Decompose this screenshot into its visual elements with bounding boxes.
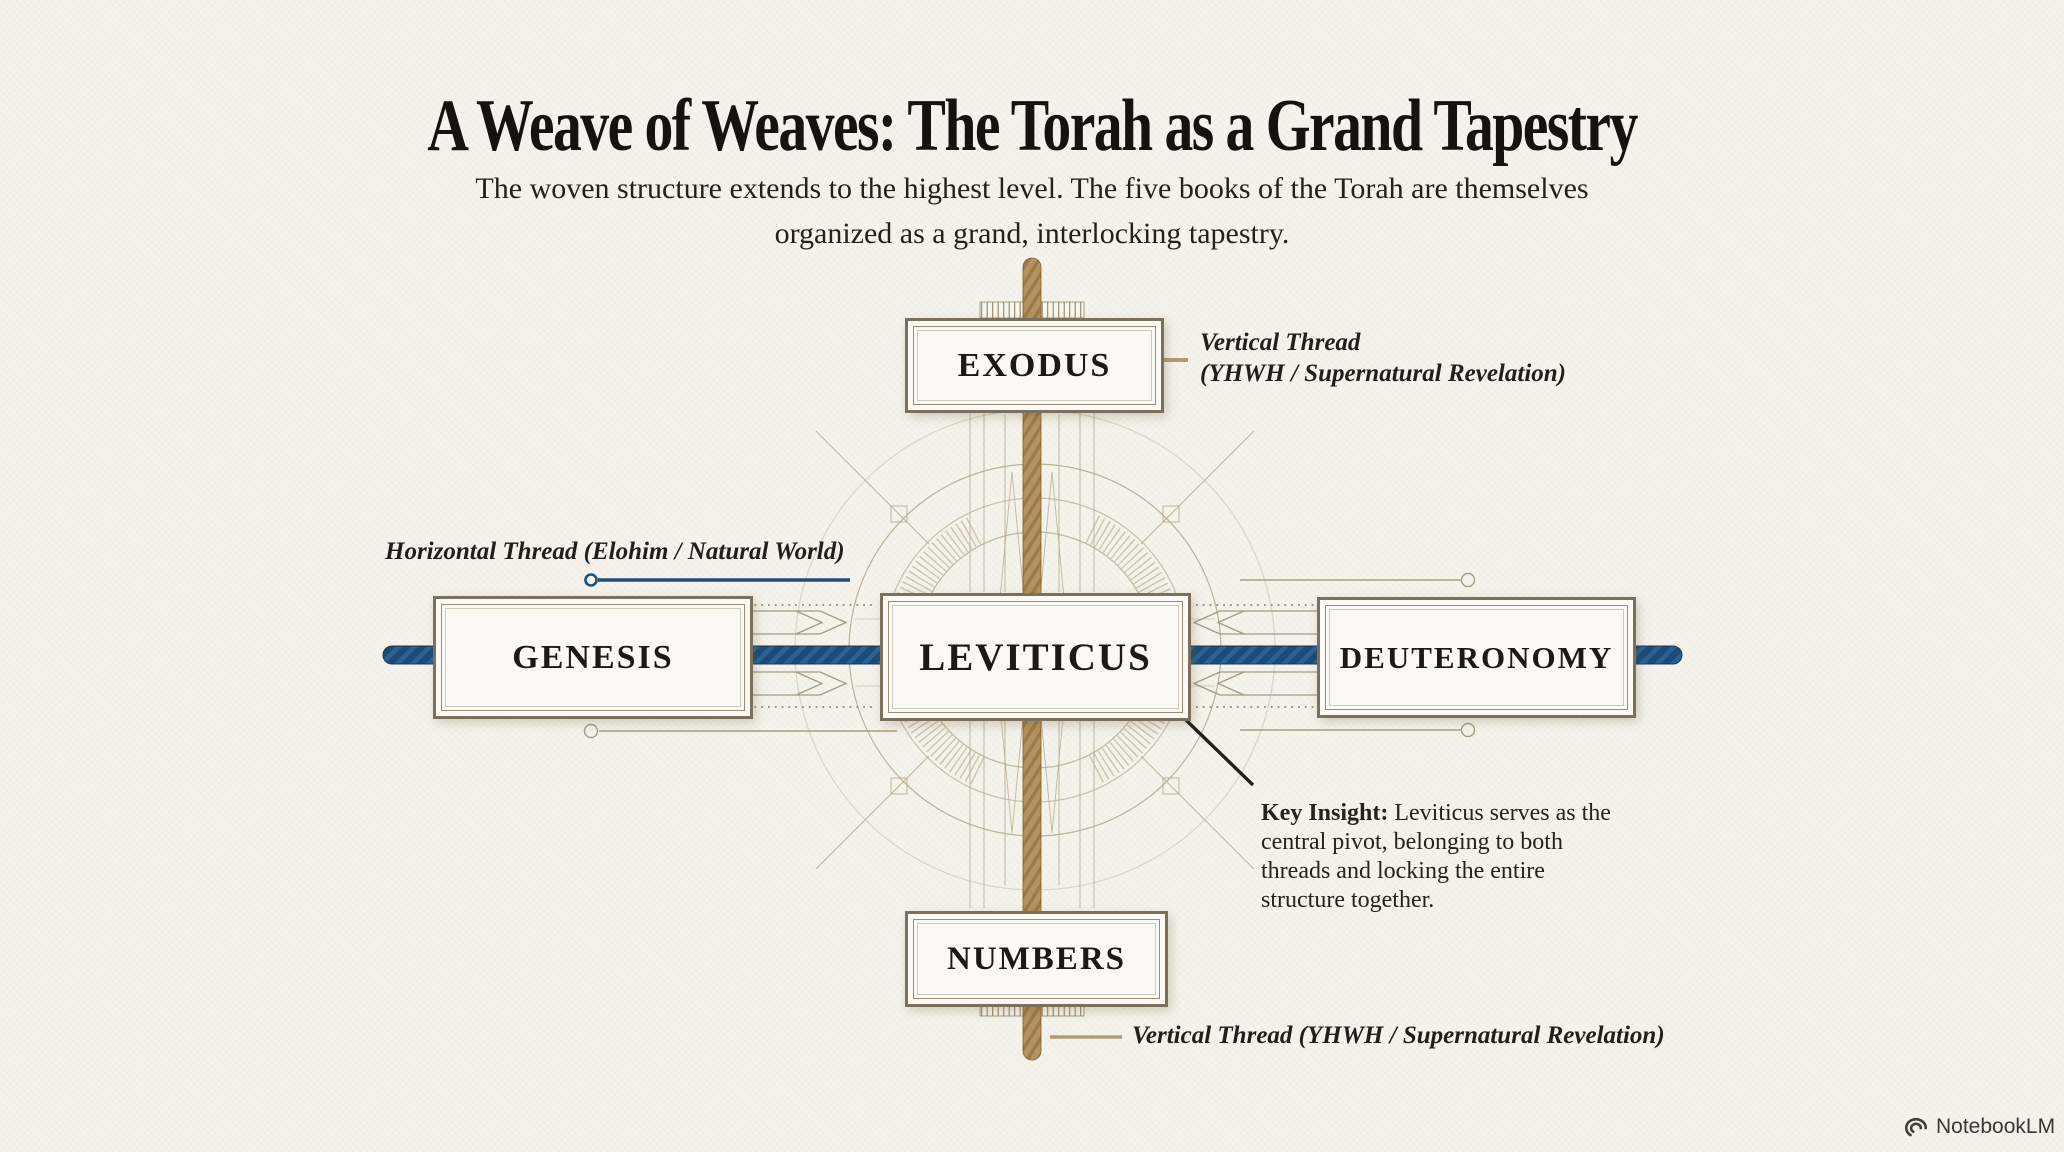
notebooklm-watermark: NotebookLM bbox=[1903, 1114, 2055, 1140]
book-box-leviticus: LEVITICUS bbox=[880, 593, 1191, 721]
book-label-deuteronomy: DEUTERONOMY bbox=[1339, 639, 1614, 675]
page-subtitle: The woven structure extends to the highe… bbox=[475, 172, 1589, 250]
book-box-numbers: NUMBERS bbox=[905, 911, 1168, 1007]
label-vertical-thread-top-line1: Vertical Thread bbox=[1200, 329, 1361, 356]
book-box-genesis: GENESIS bbox=[433, 596, 753, 719]
label-vertical-thread-top: Vertical Thread (YHWH / Supernatural Rev… bbox=[1200, 327, 1566, 389]
book-label-numbers: NUMBERS bbox=[946, 940, 1127, 977]
key-insight-text: Leviticus serves as the central pivot, b… bbox=[1261, 800, 1611, 913]
book-label-genesis: GENESIS bbox=[512, 638, 674, 676]
notebooklm-logo-icon bbox=[1904, 1117, 1928, 1137]
book-label-leviticus: LEVITICUS bbox=[919, 635, 1152, 679]
watermark-text: NotebookLM bbox=[1936, 1115, 2056, 1138]
book-label-exodus: EXODUS bbox=[957, 346, 1112, 384]
key-insight: Key Insight: Leviticus serves as the cen… bbox=[1261, 799, 1617, 915]
page-title: A Weave of Weaves: The Torah as a Grand … bbox=[427, 84, 1638, 167]
label-vertical-thread-bottom: Vertical Thread (YHWH / Supernatural Rev… bbox=[1132, 1022, 1665, 1049]
key-insight-lead: Key Insight: bbox=[1261, 800, 1389, 826]
label-vertical-thread-top-line2: (YHWH / Supernatural Revelation) bbox=[1200, 360, 1567, 387]
label-horizontal-thread: Horizontal Thread (Elohim / Natural Worl… bbox=[385, 538, 845, 565]
book-box-deuteronomy: DEUTERONOMY bbox=[1317, 597, 1636, 718]
book-box-exodus: EXODUS bbox=[905, 318, 1164, 413]
